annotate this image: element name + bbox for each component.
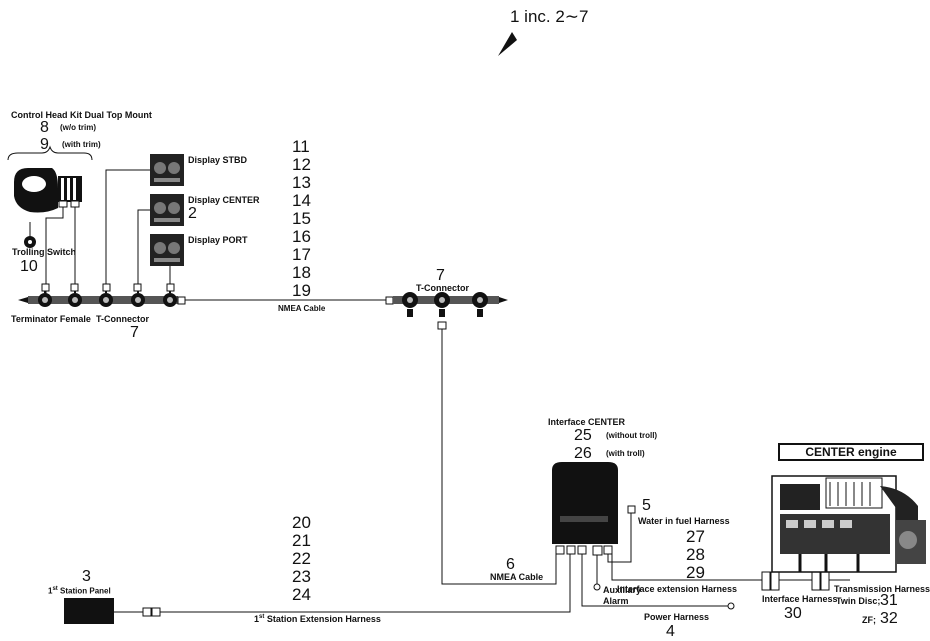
nmea-cable-top-label: NMEA Cable xyxy=(278,304,326,313)
nmea-cable-bottom-label: NMEA Cable xyxy=(490,572,544,582)
aux-alarm-line-1: Auxiliary xyxy=(603,585,642,595)
terminator-label: Terminator Female xyxy=(11,314,91,324)
display-center-label: Display CENTER xyxy=(188,195,260,205)
display-port-label: Display PORT xyxy=(188,235,248,245)
part-reference: 1 inc. 2∼7 xyxy=(510,7,589,26)
display-port-icon xyxy=(150,234,184,266)
interface-center-number-2: 26 xyxy=(574,445,592,462)
water-in-fuel-label: Water in fuel Harness xyxy=(638,516,730,526)
interface-center-note-2: (with troll) xyxy=(606,449,645,458)
part-number: 15 xyxy=(292,209,311,228)
transmission-harness-label: Transmission Harness xyxy=(834,584,930,594)
interface-harness-number: 30 xyxy=(784,605,802,622)
left-t-connector-bus xyxy=(18,291,186,307)
part-number: 19 xyxy=(292,281,311,300)
interface-center-title: Interface CENTER xyxy=(548,417,626,427)
control-head-title: Control Head Kit Dual Top Mount xyxy=(11,110,152,120)
display-center-icon xyxy=(150,194,184,226)
zf-number: 32 xyxy=(880,610,898,627)
display-stbd-icon xyxy=(150,154,184,186)
display-center-number: 2 xyxy=(188,205,197,222)
nmea-cable-bottom-number: 6 xyxy=(506,556,515,573)
t-connector-left-label: T-Connector xyxy=(96,314,149,324)
part-number: 17 xyxy=(292,245,311,264)
t-connector-left-number: 7 xyxy=(130,324,139,341)
pointer-arrow xyxy=(498,32,517,56)
water-in-fuel-number: 5 xyxy=(642,497,651,514)
number-column-mid: 27 28 29 xyxy=(686,528,705,582)
interface-extension-label: Interface extension Harness xyxy=(617,584,738,594)
part-number: 27 xyxy=(686,527,705,546)
part-number: 28 xyxy=(686,545,705,564)
trolling-switch-number: 10 xyxy=(20,258,38,275)
part-number: 16 xyxy=(292,227,311,246)
engine-title: CENTER engine xyxy=(778,443,924,461)
twin-disc-number: 31 xyxy=(880,592,898,609)
part-number: 24 xyxy=(292,585,311,604)
control-head-number-2: 9 xyxy=(40,136,49,153)
part-number: 18 xyxy=(292,263,311,282)
part-number: 12 xyxy=(292,155,311,174)
part-number: 11 xyxy=(292,137,310,156)
trolling-switch-icon xyxy=(24,236,36,248)
control-head-icon xyxy=(14,168,82,213)
aux-alarm-line-2: Alarm xyxy=(603,596,629,606)
right-t-connector xyxy=(393,292,508,330)
station-panel-label: 1st Station Panel xyxy=(48,586,111,596)
control-head-note-1: (w/o trim) xyxy=(60,123,96,132)
part-number: 22 xyxy=(292,549,311,568)
station-panel-icon xyxy=(64,598,114,624)
control-head-note-2: (with trim) xyxy=(62,140,101,149)
part-number: 14 xyxy=(292,191,311,210)
station-panel-number: 3 xyxy=(82,568,91,585)
interface-center-number-1: 25 xyxy=(574,427,592,444)
interface-center-box xyxy=(552,462,618,556)
t-connector-right-number: 7 xyxy=(436,267,445,284)
control-head-number-1: 8 xyxy=(40,119,49,136)
zf-label: ZF; xyxy=(862,615,876,625)
part-number: 29 xyxy=(686,563,705,582)
power-harness-label: Power Harness xyxy=(644,612,710,622)
trolling-switch-label: Trolling Switch xyxy=(12,247,77,257)
display-stbd-label: Display STBD xyxy=(188,155,248,165)
part-number: 13 xyxy=(292,173,311,192)
part-number: 20 xyxy=(292,513,311,532)
part-number: 23 xyxy=(292,567,311,586)
kit-brace xyxy=(7,145,93,161)
twin-disc-label: Twin Disc; xyxy=(836,596,881,606)
part-number: 21 xyxy=(292,531,311,550)
station-extension-label: 1st Station Extension Harness xyxy=(254,614,381,624)
number-column-bottom: 20 21 22 23 24 xyxy=(292,514,311,604)
number-column-top: 11 12 13 14 15 16 17 18 19 xyxy=(292,138,311,300)
interface-harness-label: Interface Harness xyxy=(762,594,838,604)
power-harness-number: 4 xyxy=(666,623,675,640)
engine-icon xyxy=(771,475,926,573)
interface-center-note-1: (without troll) xyxy=(606,431,658,440)
t-connector-right-label: T-Connector xyxy=(416,283,469,293)
